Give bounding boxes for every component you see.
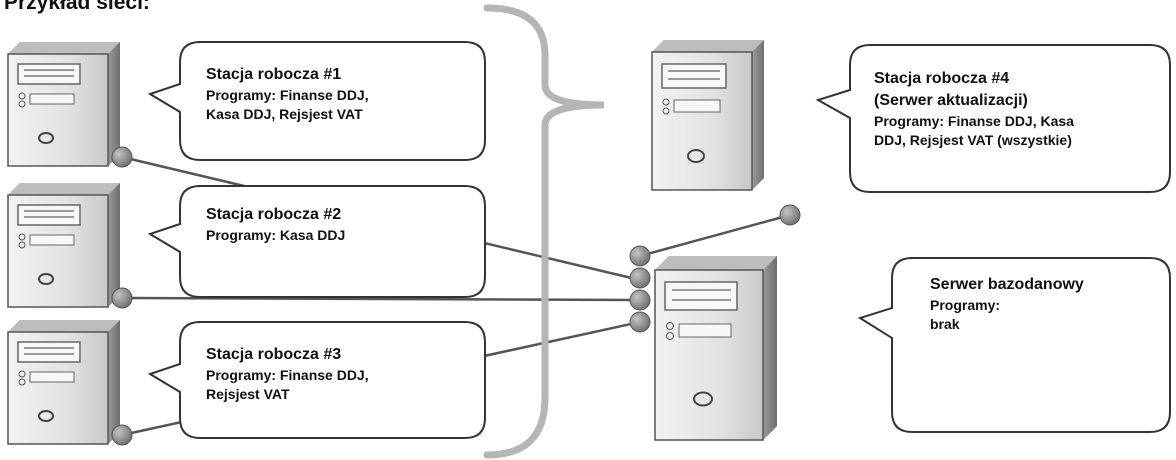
- computer-tower-icon: [654, 256, 777, 441]
- workstation-4-title-line-1: Stacja robocza #4: [874, 70, 1010, 87]
- server-programs-line-2: brak: [930, 316, 960, 332]
- workstation-2-title: Stacja robocza #2: [206, 206, 342, 223]
- bubble-ws1: [147, 41, 486, 161]
- network-port-icon: [111, 146, 801, 446]
- computer-tower-icon: [7, 320, 120, 445]
- link-ws4: [639, 213, 791, 258]
- computer-tower-icon: [651, 40, 764, 191]
- page-title: Przykład sieci:: [4, 0, 150, 14]
- computer-tower-icon: [7, 183, 120, 308]
- workstation-3-label: Stacja robocza #3 Programy: Finanse DDJ,…: [206, 344, 369, 404]
- server-title: Serwer bazodanowy: [930, 276, 1084, 293]
- workstation-1-programs-line-2: Kasa DDJ, Rejsjest VAT: [206, 106, 363, 122]
- workstation-3-programs-line-2: Rejsjest VAT: [206, 386, 290, 402]
- server-programs-line-1: Programy:: [930, 297, 1001, 313]
- link-ws2: [121, 296, 641, 302]
- workstation-2-programs-line-1: Programy: Kasa DDJ: [206, 227, 346, 243]
- bubble-ws2: [147, 185, 486, 298]
- workstation-4-programs-line-2: DDJ, Rejsjest VAT (wszystkie): [874, 132, 1072, 148]
- bubble-ws3: [147, 321, 486, 439]
- workstation-4-title-line-2: (Serwer aktualizacji): [874, 92, 1028, 109]
- workstation-1-programs-line-1: Programy: Finanse DDJ,: [206, 87, 369, 103]
- speech-bubbles: [147, 41, 1171, 439]
- curly-brace: [483, 4, 605, 459]
- workstation-4-programs-line-1: Programy: Finanse DDJ, Kasa: [874, 113, 1074, 129]
- computer-tower-icon: [7, 42, 120, 167]
- bubble-server: [857, 257, 1171, 433]
- workstation-2-label: Stacja robocza #2 Programy: Kasa DDJ: [206, 204, 345, 245]
- workstation-3-title: Stacja robocza #3: [206, 346, 342, 363]
- bubble-ws4: [815, 44, 1171, 193]
- workstation-1-label: Stacja robocza #1 Programy: Finanse DDJ,…: [206, 64, 369, 124]
- workstation-3-programs-line-1: Programy: Finanse DDJ,: [206, 367, 369, 383]
- workstation-4-label: Stacja robocza #4 (Serwer aktualizacji) …: [874, 68, 1074, 150]
- server-label: Serwer bazodanowy Programy: brak: [930, 274, 1084, 334]
- workstation-1-title: Stacja robocza #1: [206, 66, 342, 83]
